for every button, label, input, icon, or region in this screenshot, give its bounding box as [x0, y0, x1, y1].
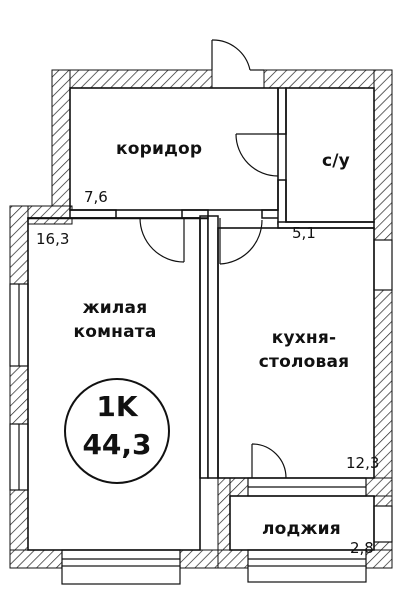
living-room-name: жилая комната — [60, 296, 170, 344]
corridor-area: 7,6 — [84, 188, 108, 206]
loggia-area: 2,8 — [350, 539, 374, 557]
bathroom-area: 5,1 — [292, 224, 316, 242]
room-outlines — [27, 87, 375, 551]
doors — [139, 39, 287, 479]
kitchen-name-line2: столовая — [258, 352, 350, 372]
apartment-type: 1K — [96, 390, 138, 423]
loggia-name: лоджия — [262, 519, 341, 539]
living-room-name-line1: жилая — [82, 298, 148, 318]
windows — [9, 239, 393, 585]
kitchen-name: кухня- столовая — [246, 326, 362, 374]
kitchen-area: 12,3 — [346, 454, 380, 472]
kitchen-name-line1: кухня- — [271, 328, 337, 348]
bathroom-name: с/у — [322, 151, 350, 171]
apartment-badge: 1K 44,3 — [64, 378, 170, 484]
living-room-name-line2: комната — [73, 322, 157, 342]
living-room-area: 16,3 — [36, 230, 70, 248]
apartment-total-area: 44,3 — [82, 428, 152, 461]
corridor-name: коридор — [116, 139, 203, 159]
